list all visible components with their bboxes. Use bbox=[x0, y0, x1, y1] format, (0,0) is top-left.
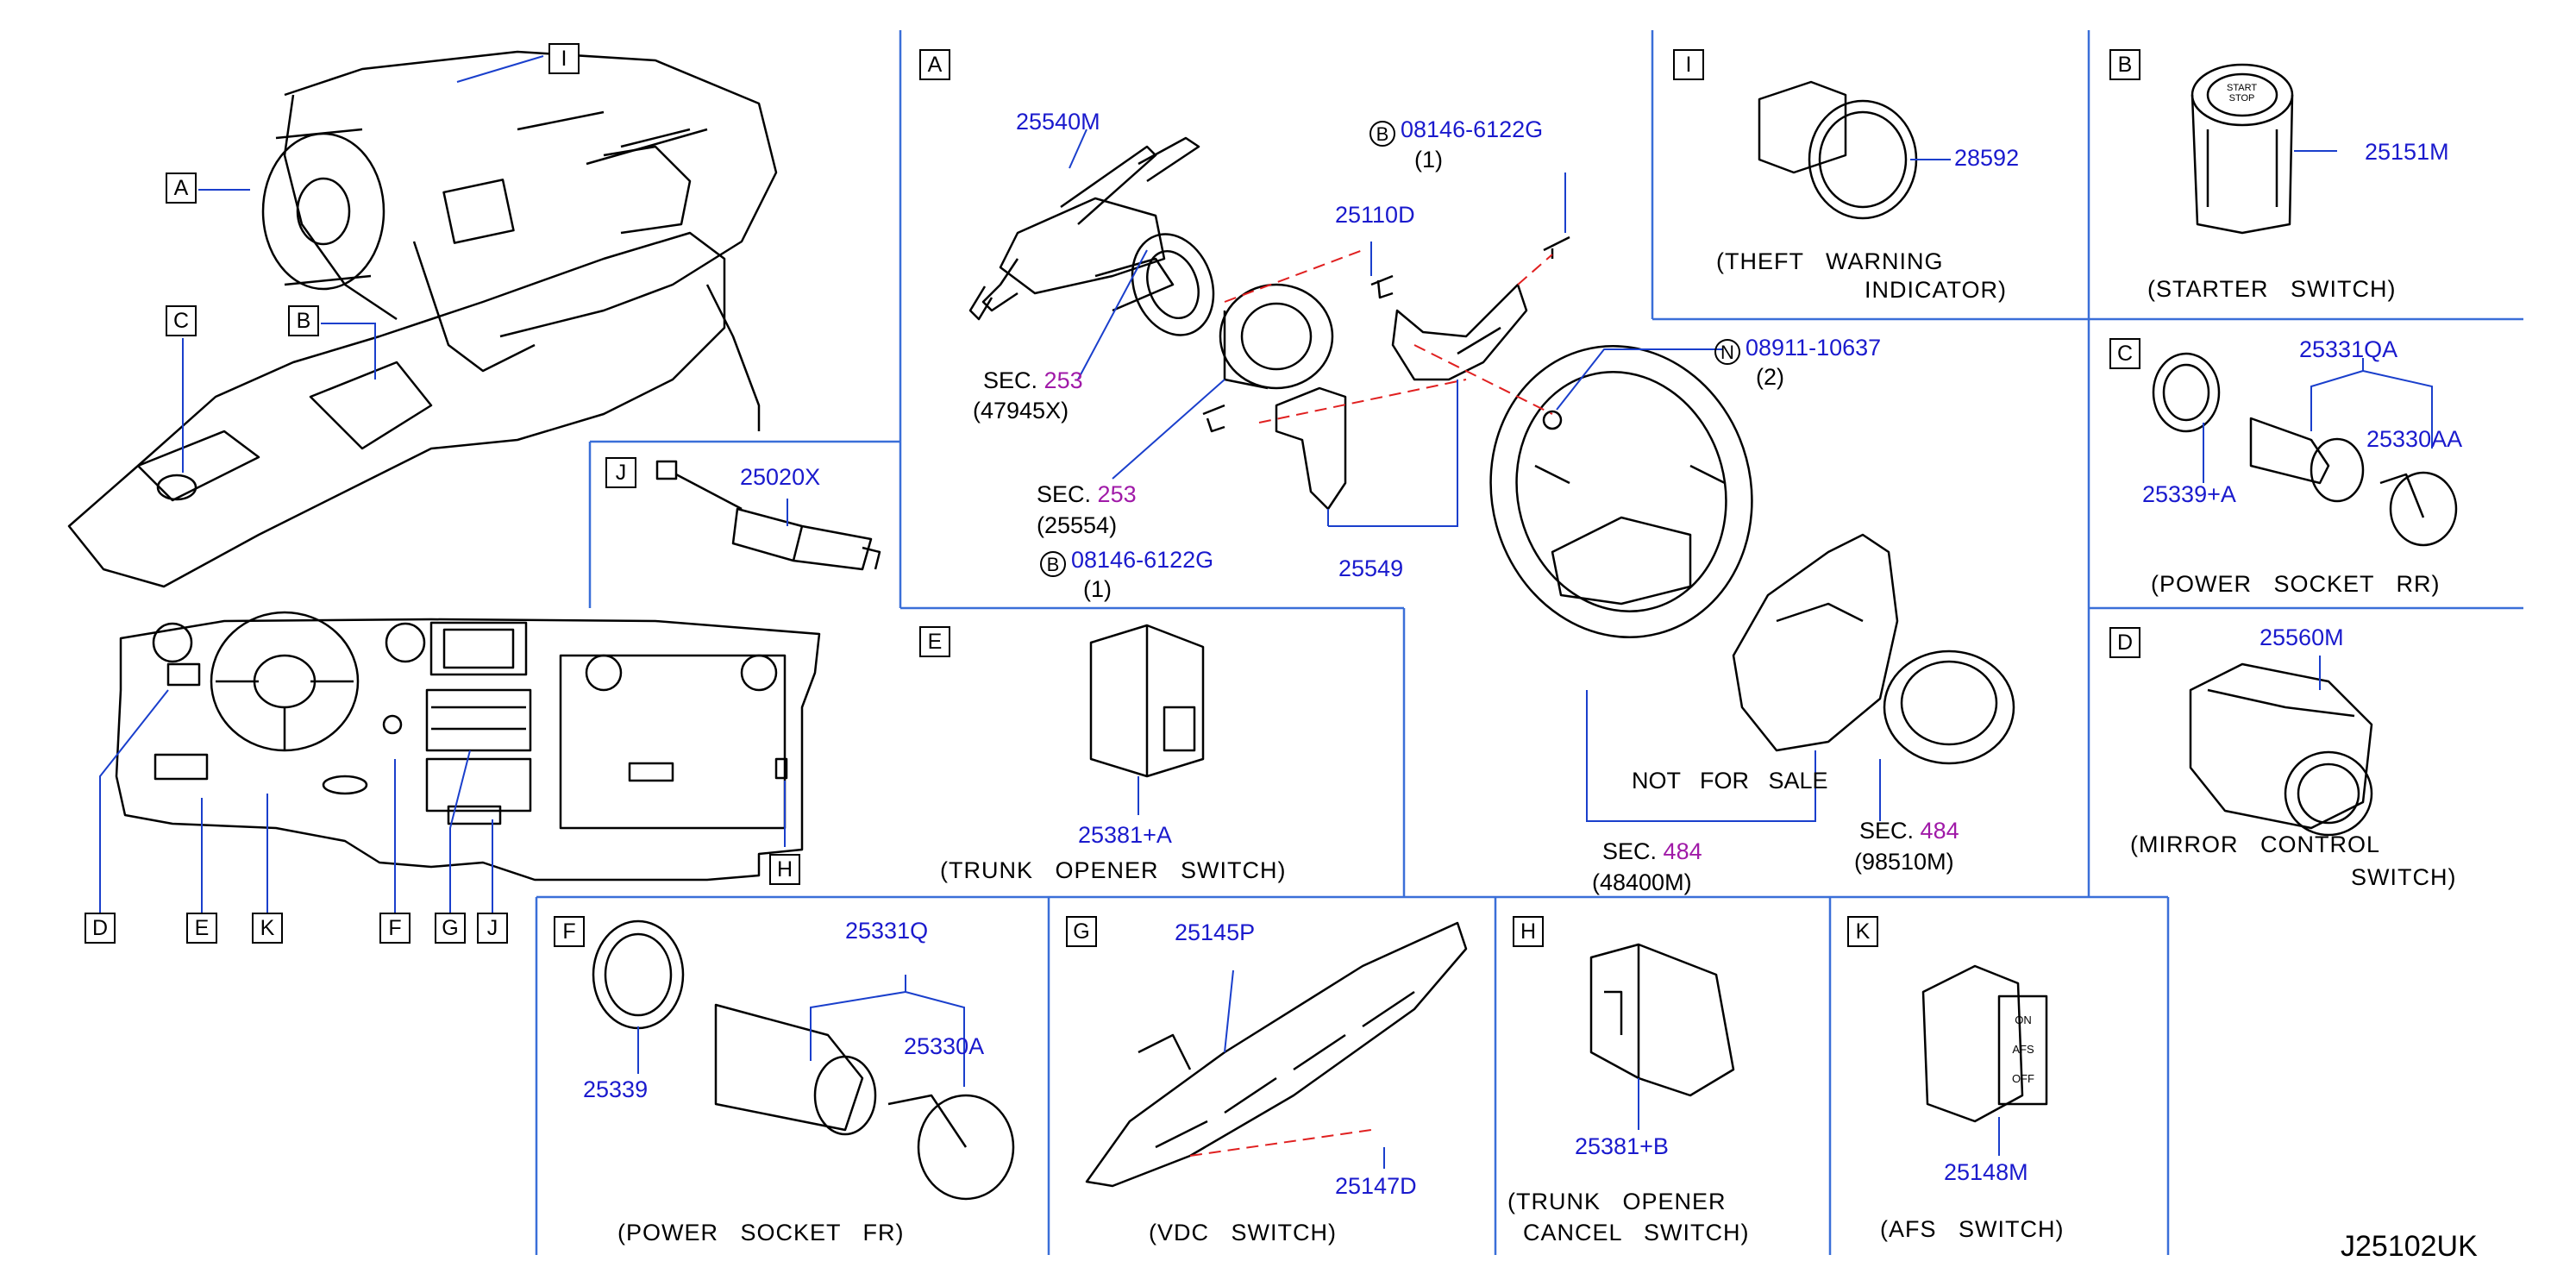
caption-power-socket-fr: (POWER SOCKET FR) bbox=[617, 1220, 905, 1245]
circle-n-icon: N bbox=[1714, 338, 1740, 365]
panel-j-part bbox=[655, 460, 881, 571]
callout-box-c: C bbox=[166, 305, 197, 336]
part-number-25147d: 25147D bbox=[1335, 1173, 1417, 1199]
part-number-25381-a: 25381+A bbox=[1078, 822, 1172, 848]
circle-b-icon: B bbox=[1369, 120, 1395, 147]
sec-484-airbag: SEC. 484 bbox=[1859, 818, 1959, 844]
caption-mirror-control: (MIRROR CONTROL bbox=[2130, 831, 2380, 857]
part-number-25560m: 25560M bbox=[2259, 624, 2344, 650]
callout-box-d: D bbox=[85, 913, 116, 944]
qty-08911: (2) bbox=[1756, 364, 1784, 390]
caption-switch: SWITCH) bbox=[2351, 864, 2457, 890]
callout-box-a: A bbox=[166, 173, 197, 204]
callout-box-j: J bbox=[477, 913, 508, 944]
qty-08146-top: (1) bbox=[1414, 147, 1443, 173]
panel-b-part bbox=[2191, 63, 2294, 235]
caption-trunk-opener-switch: (TRUNK OPENER SWITCH) bbox=[940, 857, 1287, 883]
panel-header-e: E bbox=[919, 626, 950, 657]
part-number-25540m: 25540M bbox=[1016, 109, 1100, 135]
callout-box-k: K bbox=[252, 913, 283, 944]
caption-starter-switch: (STARTER SWITCH) bbox=[2147, 276, 2397, 302]
caption-cancel-switch: CANCEL SWITCH) bbox=[1523, 1220, 1750, 1245]
callout-box-f: F bbox=[379, 913, 411, 944]
panel-h-part bbox=[1589, 943, 1735, 1097]
circle-b-icon: B bbox=[1040, 550, 1066, 577]
sec-484-wheel-part: (48400M) bbox=[1592, 869, 1692, 895]
callout-box-b: B bbox=[288, 305, 319, 336]
panel-header-i: I bbox=[1673, 49, 1704, 80]
panel-g-part bbox=[1085, 921, 1468, 1188]
part-number-28592: 28592 bbox=[1954, 145, 2020, 171]
panel-a-dashes bbox=[1224, 249, 1553, 424]
panel-a-parts bbox=[968, 136, 2015, 765]
callout-box-h: H bbox=[769, 854, 800, 885]
caption-indicator: INDICATOR) bbox=[1865, 277, 2007, 303]
sec-253-a-part: (47945X) bbox=[973, 398, 1069, 424]
part-number-25330a: 25330A bbox=[904, 1033, 985, 1059]
drawing-code: J25102UK bbox=[2341, 1230, 2478, 1263]
panel-header-j: J bbox=[605, 457, 636, 488]
part-number-25148m: 25148M bbox=[1944, 1159, 2028, 1185]
caption-power-socket-rr: (POWER SOCKET RR) bbox=[2151, 571, 2441, 597]
sec-253-a: SEC. 253 bbox=[983, 367, 1083, 393]
dashboard-overview-front bbox=[115, 611, 821, 882]
part-number-25331qa: 25331QA bbox=[2299, 336, 2398, 362]
sec-253-b: SEC. 253 bbox=[1037, 481, 1137, 507]
caption-trunk-opener: (TRUNK OPENER bbox=[1507, 1189, 1727, 1214]
sec-484-wheel: SEC. 484 bbox=[1602, 838, 1702, 864]
panel-c-parts bbox=[2152, 352, 2458, 547]
part-number-25331q: 25331Q bbox=[845, 918, 929, 944]
qty-08146-bottom: (1) bbox=[1083, 576, 1112, 602]
panel-header-c: C bbox=[2109, 338, 2140, 369]
overview-leaders bbox=[99, 55, 786, 913]
callout-box-e: E bbox=[186, 913, 217, 944]
panel-dividers bbox=[535, 30, 2523, 1255]
panel-header-h: H bbox=[1513, 916, 1544, 947]
part-number-25549: 25549 bbox=[1338, 555, 1404, 581]
callout-box-i: I bbox=[548, 43, 580, 74]
part-number-25145p: 25145P bbox=[1175, 919, 1256, 945]
dashboard-overview-top bbox=[67, 50, 778, 588]
panel-header-a: A bbox=[919, 49, 950, 80]
part-number-25339: 25339 bbox=[583, 1076, 649, 1102]
panel-header-g: G bbox=[1066, 916, 1097, 947]
panel-e-part bbox=[1089, 624, 1205, 778]
panel-d-part bbox=[2189, 662, 2373, 837]
not-for-sale-note: NOT FOR SALE bbox=[1632, 768, 1828, 794]
panel-k-part bbox=[1921, 964, 2048, 1123]
part-number-25339-a: 25339+A bbox=[2142, 481, 2236, 507]
panel-header-d: D bbox=[2109, 627, 2140, 658]
part-number-25330aa: 25330AA bbox=[2366, 426, 2463, 452]
panel-header-f: F bbox=[554, 916, 585, 947]
panel-f-parts bbox=[592, 919, 1015, 1201]
sec-253-b-part: (25554) bbox=[1037, 512, 1118, 538]
panel-header-b: B bbox=[2109, 49, 2140, 80]
panel-header-k: K bbox=[1847, 916, 1878, 947]
caption-theft-warning: (THEFT WARNING bbox=[1716, 248, 1944, 274]
panel-a-leaders bbox=[1069, 129, 1881, 822]
caption-vdc-switch: (VDC SWITCH) bbox=[1149, 1220, 1337, 1245]
panel-i-part bbox=[1758, 80, 1918, 220]
sec-484-airbag-part: (98510M) bbox=[1854, 849, 1954, 875]
part-number-25151m: 25151M bbox=[2365, 139, 2449, 165]
part-number-25020x: 25020X bbox=[740, 464, 821, 490]
callout-box-g: G bbox=[435, 913, 466, 944]
part-number-25110d: 25110D bbox=[1335, 202, 1415, 228]
caption-afs-switch: (AFS SWITCH) bbox=[1880, 1216, 2065, 1242]
part-number-25381-b: 25381+B bbox=[1575, 1133, 1669, 1159]
